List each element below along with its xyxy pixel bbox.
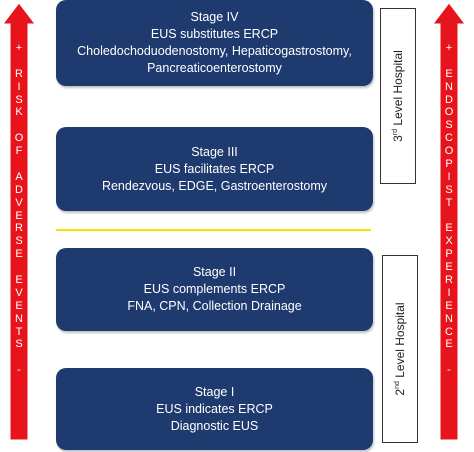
- stage-detail: Rendezvous, EDGE, Gastroenterostomy: [101, 178, 328, 193]
- hospital-level-text: Level Hospital: [391, 50, 405, 129]
- stage-title: Stage I: [194, 384, 235, 399]
- risk-arrow-shape: [1, 2, 37, 441]
- arrow-label-letter: S: [15, 338, 23, 351]
- arrow-label-letter: E: [445, 261, 453, 274]
- arrow-label-letter: I: [447, 286, 451, 299]
- arrow-label-letter: S: [445, 183, 453, 196]
- yellow-divider: [56, 229, 371, 231]
- stage-title: Stage II: [192, 265, 237, 279]
- arrow-label-letter: R: [15, 67, 23, 80]
- experience-arrow-shape: [431, 2, 467, 441]
- stage-subtitle: EUS complements ERCP: [143, 282, 286, 296]
- arrow-label-letter: O: [444, 106, 454, 119]
- arrow-label-letter: E: [445, 222, 453, 235]
- arrow-label-letter: D: [15, 183, 23, 196]
- arrow-label-letter: N: [15, 312, 23, 325]
- arrow-label-letter: A: [15, 170, 23, 183]
- arrow-label-letter: V: [15, 286, 23, 299]
- arrow-label-letter: E: [445, 67, 453, 80]
- arrow-label-letter: I: [447, 170, 451, 183]
- arrow-label-letter: E: [445, 338, 453, 351]
- arrow-label-letter: S: [15, 235, 23, 248]
- arrow-label-letter: N: [445, 80, 453, 93]
- arrow-top-sign: +: [445, 42, 453, 54]
- arrow-label-letter: O: [444, 145, 454, 158]
- stage-subtitle: EUS substitutes ERCP: [150, 27, 279, 41]
- second-level-hospital-label: 2nd Level Hospital: [393, 302, 407, 395]
- arrow-label-letter: [17, 261, 20, 274]
- arrow-label-letter: [447, 210, 450, 223]
- stage-detail: Pancreaticoenterostomy: [147, 61, 282, 75]
- stage-title: Stage IV: [190, 10, 239, 24]
- arrow-label-letter: R: [15, 222, 23, 235]
- arrow-label-letter: R: [445, 274, 453, 287]
- third-level-hospital-label: 3rd Level Hospital: [391, 50, 405, 142]
- arrow-label-letter: T: [445, 196, 453, 209]
- arrow-label-letter: P: [445, 248, 453, 261]
- arrow-label-letter: S: [15, 93, 23, 106]
- hospital-level-number: 3: [391, 135, 405, 142]
- arrow-label-letter: E: [15, 274, 23, 287]
- arrow-label-letter: F: [15, 145, 23, 158]
- arrow-label-letter: P: [445, 158, 453, 171]
- arrow-label-letter: D: [445, 93, 453, 106]
- stage-iv-box: Stage IV EUS substitutes ERCP Choledocho…: [56, 0, 373, 86]
- arrow-label-letter: C: [445, 325, 453, 338]
- arrow-top-sign: +: [15, 42, 23, 54]
- arrow-label-letter: O: [14, 132, 24, 145]
- hospital-level-suffix: rd: [392, 128, 399, 136]
- arrow-label-letter: S: [445, 119, 453, 132]
- arrow-label-letter: N: [445, 312, 453, 325]
- stage-detail: FNA, CPN, Collection Drainage: [127, 299, 302, 313]
- arrow-label-letter: E: [15, 248, 23, 261]
- stage-i-box: Stage I EUS indicates ERCP Diagnostic EU…: [56, 368, 373, 450]
- stage-title: Stage III: [191, 144, 238, 159]
- arrow-label-letter: K: [15, 106, 23, 119]
- arrow-bottom-sign: -: [447, 364, 451, 377]
- stage-detail: Diagnostic EUS: [170, 418, 259, 433]
- arrow-label-letter: E: [445, 299, 453, 312]
- arrow-label-letter: I: [17, 80, 21, 93]
- stage-subtitle: EUS indicates ERCP: [156, 401, 273, 416]
- stage-ii-box: Stage II EUS complements ERCP FNA, CPN, …: [56, 248, 373, 331]
- arrow-label-letter: X: [445, 235, 453, 248]
- arrow-label-letter: C: [445, 132, 453, 145]
- arrow-label-letter: [17, 158, 20, 171]
- arrow-label-letter: [17, 119, 20, 132]
- arrow-bottom-sign: -: [17, 364, 21, 377]
- arrow-label-letter: T: [15, 325, 23, 338]
- hospital-level-text: Level Hospital: [393, 302, 407, 382]
- arrow-label-letter: E: [15, 299, 23, 312]
- arrow-label-letter: V: [15, 196, 23, 209]
- arrow-label-letter: E: [15, 209, 23, 222]
- stage-detail: Choledochoduodenostomy, Hepaticogastrost…: [77, 44, 352, 58]
- third-level-hospital-box: 3rd Level Hospital: [380, 8, 416, 184]
- hospital-level-number: 2: [393, 388, 407, 396]
- stage-subtitle: EUS facilitates ERCP: [154, 161, 275, 176]
- second-level-hospital-box: 2nd Level Hospital: [382, 255, 418, 443]
- stage-iii-box: Stage III EUS facilitates ERCP Rendezvou…: [56, 127, 373, 211]
- hospital-level-suffix: nd: [394, 381, 401, 389]
